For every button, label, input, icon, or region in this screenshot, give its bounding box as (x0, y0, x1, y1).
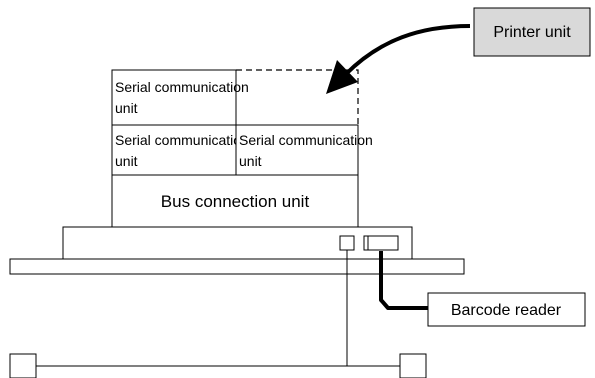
printer-slot-dashed (236, 69, 359, 125)
bus-terminal-left (9, 353, 37, 378)
serial-unit-mid-left-line1: Serial communication (115, 132, 249, 148)
serial-unit-mid-left-line2: unit (115, 153, 138, 169)
serial-unit-mid-right-line2: unit (239, 153, 262, 169)
serial-unit-top-line1: Serial communication (115, 79, 249, 95)
barcode-cable (379, 251, 428, 310)
barcode-reader-label: Barcode reader (451, 302, 562, 319)
barcode-reader-box (427, 292, 586, 327)
base-unit (62, 226, 413, 260)
bus-port (339, 235, 355, 251)
printer-arrow-curve (344, 24, 471, 76)
serial-unit-mid-right (235, 124, 359, 176)
bus-terminal-right (399, 353, 427, 378)
printer-arrow-head (326, 60, 358, 94)
serial-unit-mid-right-line1: Serial communication (239, 132, 373, 148)
bus-connection-unit-label: Bus connection unit (161, 192, 310, 211)
serial-unit-top (111, 69, 237, 126)
barcode-port (363, 235, 399, 251)
printer-unit-box (473, 7, 591, 57)
printer-unit-label: Printer unit (493, 24, 571, 41)
serial-unit-top-line2: unit (115, 100, 138, 116)
mounting-rail (9, 258, 465, 275)
